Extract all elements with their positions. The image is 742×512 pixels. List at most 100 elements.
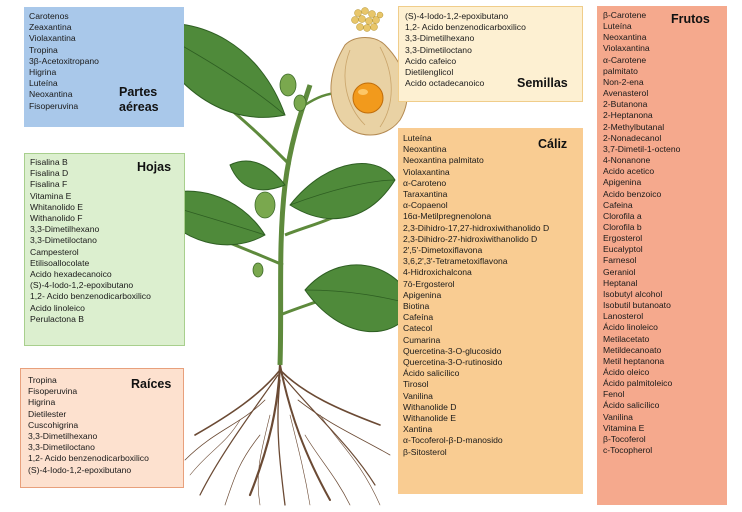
list-item: Neoxantina	[603, 32, 647, 43]
list-item: Dietilenglicol	[405, 67, 454, 78]
list-item: Fisoperuvina	[28, 386, 78, 397]
list-item: Campesterol	[30, 246, 79, 257]
list-item: Fisalina D	[30, 168, 69, 179]
list-item: Acido hexadecanoico	[30, 269, 112, 280]
list-item: Luteína	[29, 78, 58, 89]
list-item: palmitato	[603, 65, 638, 76]
list-item: Biotina	[403, 301, 430, 312]
list-item: Vitamina E	[30, 190, 72, 201]
list-item: Ácido salicílico	[603, 400, 660, 411]
list-item: β-Tocoferol	[603, 433, 646, 444]
list-item: Metilacetato	[603, 333, 650, 344]
list-item: α-Copaenol	[403, 200, 448, 211]
list-item: Perulactona B	[30, 313, 84, 324]
calyx-fruit-icon	[330, 37, 408, 136]
list-item: 3,3-Dimetiloctano	[405, 44, 472, 55]
list-item: 2',5'-Dimetoxiflavona	[403, 245, 483, 256]
list-item: Ácido oleico	[603, 367, 650, 377]
list-item: c-Tocopherol	[603, 445, 653, 456]
hojas-list: Fisalina B Fisalina D Fisalina F Vitamin…	[30, 157, 184, 325]
list-item: Dietilester	[28, 408, 67, 419]
list-item: Ácido salicílico	[403, 368, 460, 379]
list-item: Carotenos	[29, 11, 69, 21]
list-item: 3,3-Dimetiloctano	[30, 235, 97, 246]
list-item: 3,7-Dimetil-1-octeno	[603, 143, 681, 154]
frutos-box: Frutos β-Carotene Luteína Neoxantina Vio…	[597, 6, 727, 505]
list-item: Fisalina F	[30, 179, 68, 190]
list-item: β-Sitosterol	[403, 446, 447, 457]
list-item: Acido octadecanoico	[405, 78, 485, 89]
list-item: Etilisoallocolate	[30, 257, 90, 268]
list-item: Acido benzoico	[603, 188, 662, 199]
list-item: (S)-4-Iodo-1,2-epoxibutano	[405, 11, 509, 21]
frutos-list: β-Carotene Luteína Neoxantina Violaxanti…	[603, 10, 727, 456]
list-item: 1,2- Acido benzenodicarboxilico	[405, 22, 526, 33]
list-item: Acido acetico	[603, 166, 655, 177]
list-item: Acido linoleico	[30, 302, 85, 313]
list-item: Neoxantina	[29, 89, 73, 100]
list-item: 3β-Acetoxitropano	[29, 55, 99, 66]
list-item: Heptanal	[603, 277, 638, 288]
list-item: 2-Heptanona	[603, 110, 653, 121]
list-item: Taraxantina	[403, 189, 448, 200]
list-item: Farnesol	[603, 255, 637, 266]
list-item: Apigenina	[403, 289, 442, 300]
list-item: Cuscohigrina	[28, 419, 79, 430]
list-item: Ácido linoleico	[603, 322, 658, 333]
list-item: Fisalina B	[30, 157, 68, 167]
list-item: Luteína	[403, 133, 432, 143]
title-line: aéreas	[119, 100, 159, 114]
list-item: Cumarina	[403, 334, 441, 345]
list-item: 1,2- Acido benzenodicarboxilico	[30, 291, 151, 302]
list-item: Violaxantina	[403, 166, 450, 177]
partes-aereas-list: Carotenos Zeaxantina Violaxantina Tropin…	[29, 11, 184, 112]
list-item: 2-Butanona	[603, 99, 648, 110]
list-item: Withanolide D	[403, 401, 457, 412]
list-item: 2-Methylbutanal	[603, 121, 665, 132]
list-item: 3,3-Dimetilhexano	[28, 431, 98, 442]
list-item: 2-Nonadecanol	[603, 132, 662, 143]
list-item: Higrina	[28, 397, 56, 408]
list-item: Metildecanoato	[603, 344, 662, 355]
list-item: Vanilina	[403, 390, 433, 401]
roots-icon	[184, 363, 391, 506]
list-item: 4-Hidroxichalcona	[403, 267, 472, 278]
list-item: Neoxantina palmitato	[403, 155, 484, 166]
list-item: 2,3-Dihidro-27-hidroxiwithanolido D	[403, 233, 538, 244]
list-item: Lanosterol	[603, 311, 644, 322]
list-item: Ácido palmitoleico	[603, 378, 673, 389]
list-item: Tirosol	[403, 379, 429, 390]
list-item: 3,3-Dimetilhexano	[30, 224, 100, 235]
semillas-title: Semillas	[517, 76, 568, 90]
list-item: 1,2- Acido benzenodicarboxilico	[28, 453, 149, 464]
list-item: Withanolide E	[403, 413, 457, 424]
bud-icon	[252, 73, 307, 278]
list-item: Xantina	[403, 424, 433, 435]
list-item: α-Tocoferol-β-D-manosido	[403, 435, 503, 446]
list-item: Avenasterol	[603, 88, 649, 99]
list-item: 4-Nonanone	[603, 155, 651, 166]
list-item: β-Carotene	[603, 10, 647, 20]
list-item: Neoxantina	[403, 144, 447, 155]
list-item: (S)-4-Iodo-1,2-epoxibutano	[28, 464, 132, 475]
list-item: Eucalyptol	[603, 244, 643, 255]
list-item: Apigenina	[603, 177, 642, 188]
caliz-title: Cáliz	[538, 137, 568, 151]
seeds-icon	[351, 7, 384, 32]
list-item: 16α-Metilpregnenolona	[403, 211, 492, 222]
frutos-title: Frutos	[671, 12, 710, 26]
list-item: 3,3-Dimetilhexano	[405, 33, 475, 44]
list-item: α-Caroteno	[403, 177, 447, 188]
list-item: Cafeína	[403, 312, 434, 323]
caliz-box: Cáliz Luteína Neoxantina Neoxantina palm…	[398, 128, 583, 494]
list-item: 3,3-Dimetiloctano	[28, 442, 95, 453]
hojas-title: Hojas	[137, 160, 172, 174]
list-item: Violaxantina	[603, 43, 650, 54]
list-item: Vitamina E	[603, 422, 645, 433]
list-item: Quercetina-3-O-rutinosido	[403, 357, 503, 368]
list-item: Vanilina	[603, 411, 633, 422]
list-item: Whitanolido E	[30, 201, 84, 212]
raices-box: Raíces Tropina Fisoperuvina Higrina Diet…	[20, 368, 184, 488]
list-item: Acido cafeico	[405, 55, 457, 66]
list-item: Ergosterol	[603, 233, 643, 244]
